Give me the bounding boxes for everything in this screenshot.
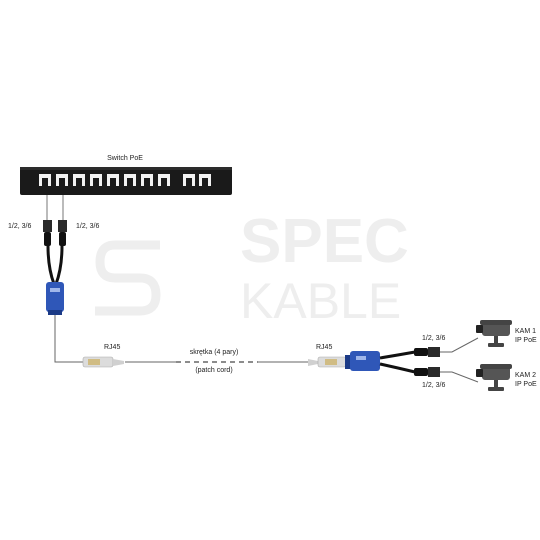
watermark-logo-icon [95,240,161,316]
camera-1-type: IP PoE [515,337,537,344]
rj45-plug-right-icon [58,220,67,246]
rj45-plug-left-icon [43,220,52,246]
rj45-connector-left-icon [82,356,124,368]
watermark-text-bottom: KABLE [240,273,401,329]
rj45-connector-right-icon [308,356,347,368]
camera-2-icon [476,364,512,391]
switch-title: Switch PoE [107,155,143,162]
camera-2-type: IP PoE [515,381,537,388]
splitter-right-icon [345,351,380,371]
switch-cables [46,195,64,222]
pair-label-right: 1/2, 3/6 [76,223,99,230]
watermark: SPEC KABLE [95,207,409,329]
rj45-label-right: RJ45 [316,344,332,351]
camera-2-name: KAM 2 [515,372,536,379]
poe-switch [20,167,232,195]
camera-lines [440,337,479,383]
watermark-text-top: SPEC [240,207,409,276]
cable-sublabel: (patch cord) [195,367,232,374]
pair-label-cam1: 1/2, 3/6 [422,335,445,342]
splitter-y-cable-left [46,245,64,285]
splitter-to-rj45-line [54,315,83,363]
camera-1-name: KAM 1 [515,328,536,335]
rj45-plug-cam1-icon [414,347,440,357]
rj45-plug-cam2-icon [414,367,440,377]
pair-label-cam2: 1/2, 3/6 [422,382,445,389]
cable-label: skrętka (4 pary) [190,349,239,356]
splitter-left-icon [46,282,64,315]
rj45-label-left: RJ45 [104,344,120,351]
pair-label-left: 1/2, 3/6 [8,223,31,230]
splitter-y-cable-right [379,350,416,374]
camera-1-icon [476,320,512,347]
